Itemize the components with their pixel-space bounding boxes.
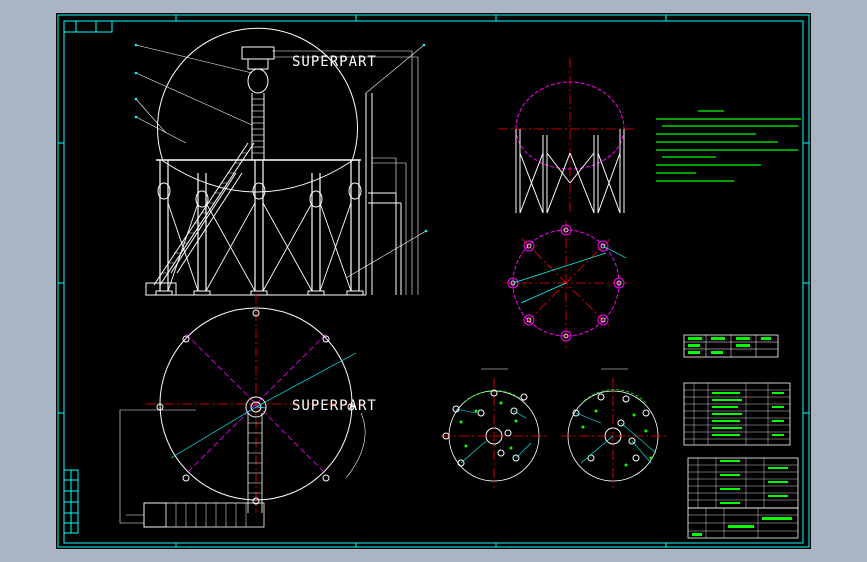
drawing-sheet: SUPERPART bbox=[57, 14, 810, 548]
sheet-outer-frame bbox=[57, 14, 810, 548]
sheet-inner-frame bbox=[63, 20, 804, 544]
watermark-middle: SUPERPART bbox=[292, 398, 377, 414]
drawing-code-box bbox=[63, 20, 113, 33]
nozzle-schedule-table bbox=[683, 382, 791, 446]
anchor-layout-detail bbox=[504, 220, 631, 348]
sphere-outline bbox=[157, 27, 358, 162]
watermark-top: SUPERPART bbox=[292, 54, 377, 70]
sphere-schematic-detail bbox=[498, 58, 636, 214]
nozzle-layout-bottom bbox=[561, 368, 666, 488]
left-revision-strip bbox=[63, 469, 79, 534]
frame-zone-ticks bbox=[58, 15, 809, 547]
plan-view bbox=[119, 293, 366, 528]
parts-list-table bbox=[687, 457, 799, 509]
parameter-table bbox=[683, 334, 779, 358]
front-elevation-view bbox=[134, 27, 428, 296]
drawing-canvas[interactable]: SUPERPART bbox=[56, 13, 811, 549]
title-block bbox=[687, 507, 799, 539]
nozzle-layout-top bbox=[441, 368, 546, 488]
technical-notes bbox=[656, 110, 801, 182]
